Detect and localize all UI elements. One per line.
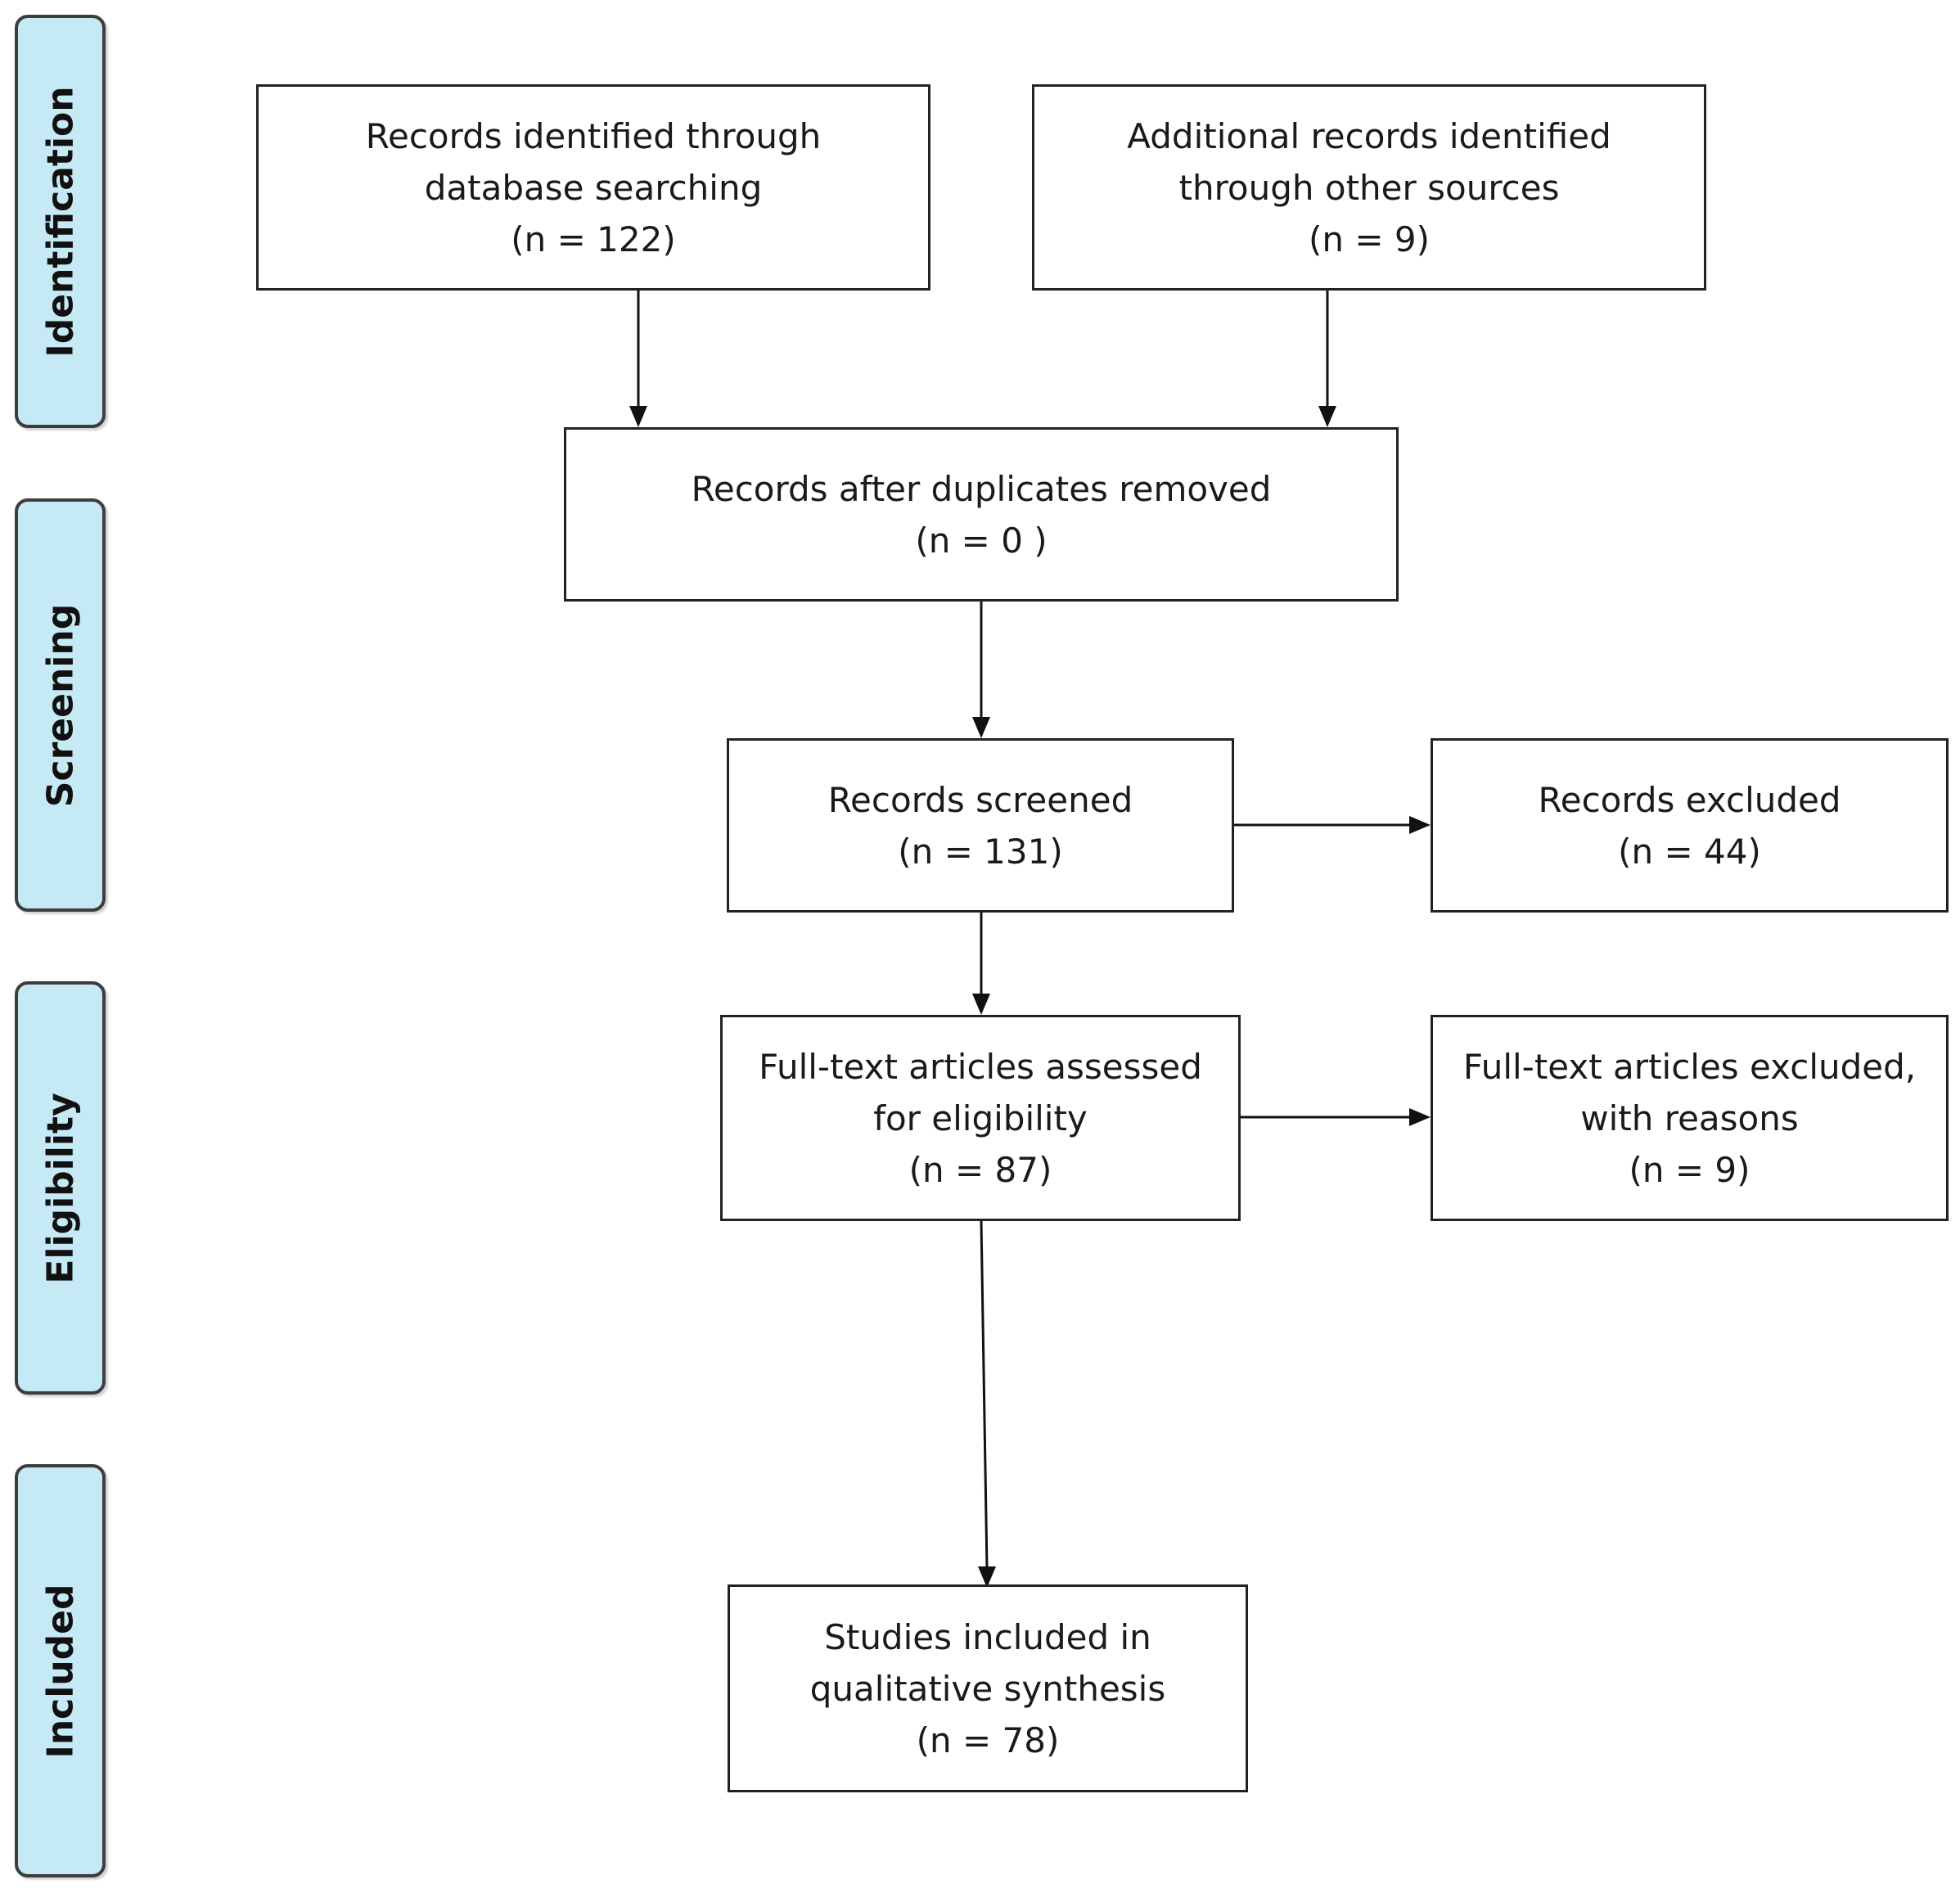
box-records-screened: Records screened (n = 131) bbox=[727, 738, 1234, 913]
other-records-line2: through other sources bbox=[1178, 167, 1560, 208]
box-fulltext-excluded: Full-text articles excluded, with reason… bbox=[1431, 1015, 1949, 1221]
arrowhead-screened-to-excluded bbox=[1409, 816, 1431, 834]
phase-screening: Screening bbox=[15, 498, 106, 912]
arrow-fulltext-to-included bbox=[980, 1220, 989, 1570]
records-excluded-count: (n = 44) bbox=[1618, 831, 1761, 872]
arrowhead-screened-to-fulltext bbox=[972, 994, 990, 1015]
duplicates-removed-line1: Records after duplicates removed bbox=[691, 468, 1272, 509]
fulltext-assessed-line2: for eligibility bbox=[873, 1097, 1088, 1138]
records-excluded-line1: Records excluded bbox=[1538, 779, 1841, 820]
other-records-line1: Additional records identified bbox=[1127, 115, 1611, 156]
box-studies-included: Studies included in qualitative synthesi… bbox=[728, 1584, 1248, 1792]
box-fulltext-assessed: Full-text articles assessed for eligibil… bbox=[720, 1015, 1241, 1221]
duplicates-removed-count: (n = 0 ) bbox=[915, 520, 1048, 561]
box-other-records: Additional records identified through ot… bbox=[1032, 84, 1706, 291]
box-database-records: Records identified through database sear… bbox=[256, 84, 930, 291]
records-screened-line1: Records screened bbox=[827, 779, 1133, 820]
arrowhead-duplicates-to-screened bbox=[972, 717, 990, 738]
phase-eligibility: Eligibility bbox=[15, 981, 106, 1395]
studies-included-line1: Studies included in bbox=[824, 1616, 1151, 1657]
fulltext-assessed-count: (n = 87) bbox=[908, 1149, 1052, 1190]
phase-identification: Identification bbox=[15, 15, 106, 428]
database-records-line1: Records identified through bbox=[365, 115, 822, 156]
phase-included: Included bbox=[15, 1464, 106, 1877]
fulltext-excluded-line2: with reasons bbox=[1580, 1097, 1799, 1138]
box-duplicates-removed: Records after duplicates removed (n = 0 … bbox=[564, 427, 1399, 602]
fulltext-excluded-count: (n = 9) bbox=[1629, 1149, 1750, 1190]
database-records-count: (n = 122) bbox=[511, 219, 676, 259]
fulltext-excluded-line1: Full-text articles excluded, bbox=[1462, 1046, 1917, 1087]
arrowhead-other-to-duplicates bbox=[1318, 406, 1336, 427]
arrowhead-fulltext-to-included bbox=[978, 1566, 996, 1588]
arrowhead-fulltext-to-excluded bbox=[1409, 1108, 1431, 1126]
studies-included-count: (n = 78) bbox=[916, 1719, 1060, 1760]
box-records-excluded: Records excluded (n = 44) bbox=[1431, 738, 1949, 913]
other-records-count: (n = 9) bbox=[1308, 219, 1430, 259]
studies-included-line2: qualitative synthesis bbox=[809, 1668, 1166, 1709]
database-records-line2: database searching bbox=[424, 167, 763, 208]
fulltext-assessed-line1: Full-text articles assessed bbox=[759, 1046, 1202, 1087]
arrowhead-database-to-duplicates bbox=[629, 406, 647, 427]
records-screened-count: (n = 131) bbox=[898, 831, 1063, 872]
